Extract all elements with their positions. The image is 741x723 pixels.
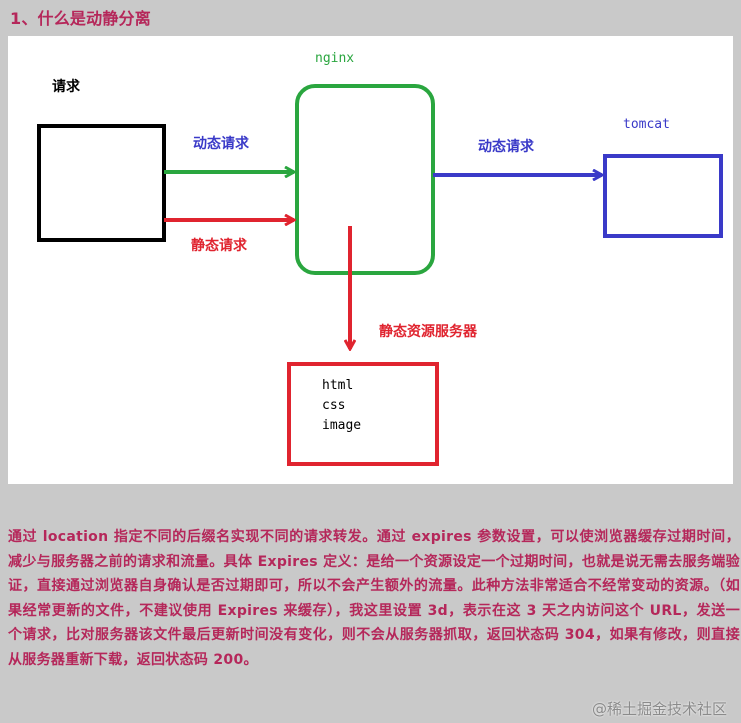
tomcat-label: tomcat — [623, 117, 670, 132]
file-html: html — [322, 378, 354, 393]
dynamic-request-label-left: 动态请求 — [193, 136, 249, 152]
static-server-label: 静态资源服务器 — [379, 324, 477, 340]
nginx-box — [295, 84, 435, 275]
client-box — [37, 124, 166, 242]
static-server-box — [287, 362, 439, 466]
diagram-graphics — [37, 84, 723, 466]
file-image: image — [322, 418, 362, 433]
dynamic-request-label-right: 动态请求 — [478, 139, 534, 155]
watermark: @稀土掘金技术社区 — [591, 700, 727, 718]
tomcat-box — [603, 154, 723, 238]
description-paragraph: 通过 location 指定不同的后缀名实现不同的请求转发。通过 expires… — [8, 529, 740, 668]
nginx-label: nginx — [315, 51, 355, 66]
section-title: 1、什么是动静分离 — [10, 9, 151, 28]
static-request-label: 静态请求 — [191, 238, 247, 254]
file-css: css — [322, 398, 346, 413]
architecture-diagram: 请求 nginx tomcat 动态请求 静态请求 动态请求 静态资源服务器 h… — [8, 36, 733, 484]
client-request-label: 请求 — [52, 79, 80, 95]
